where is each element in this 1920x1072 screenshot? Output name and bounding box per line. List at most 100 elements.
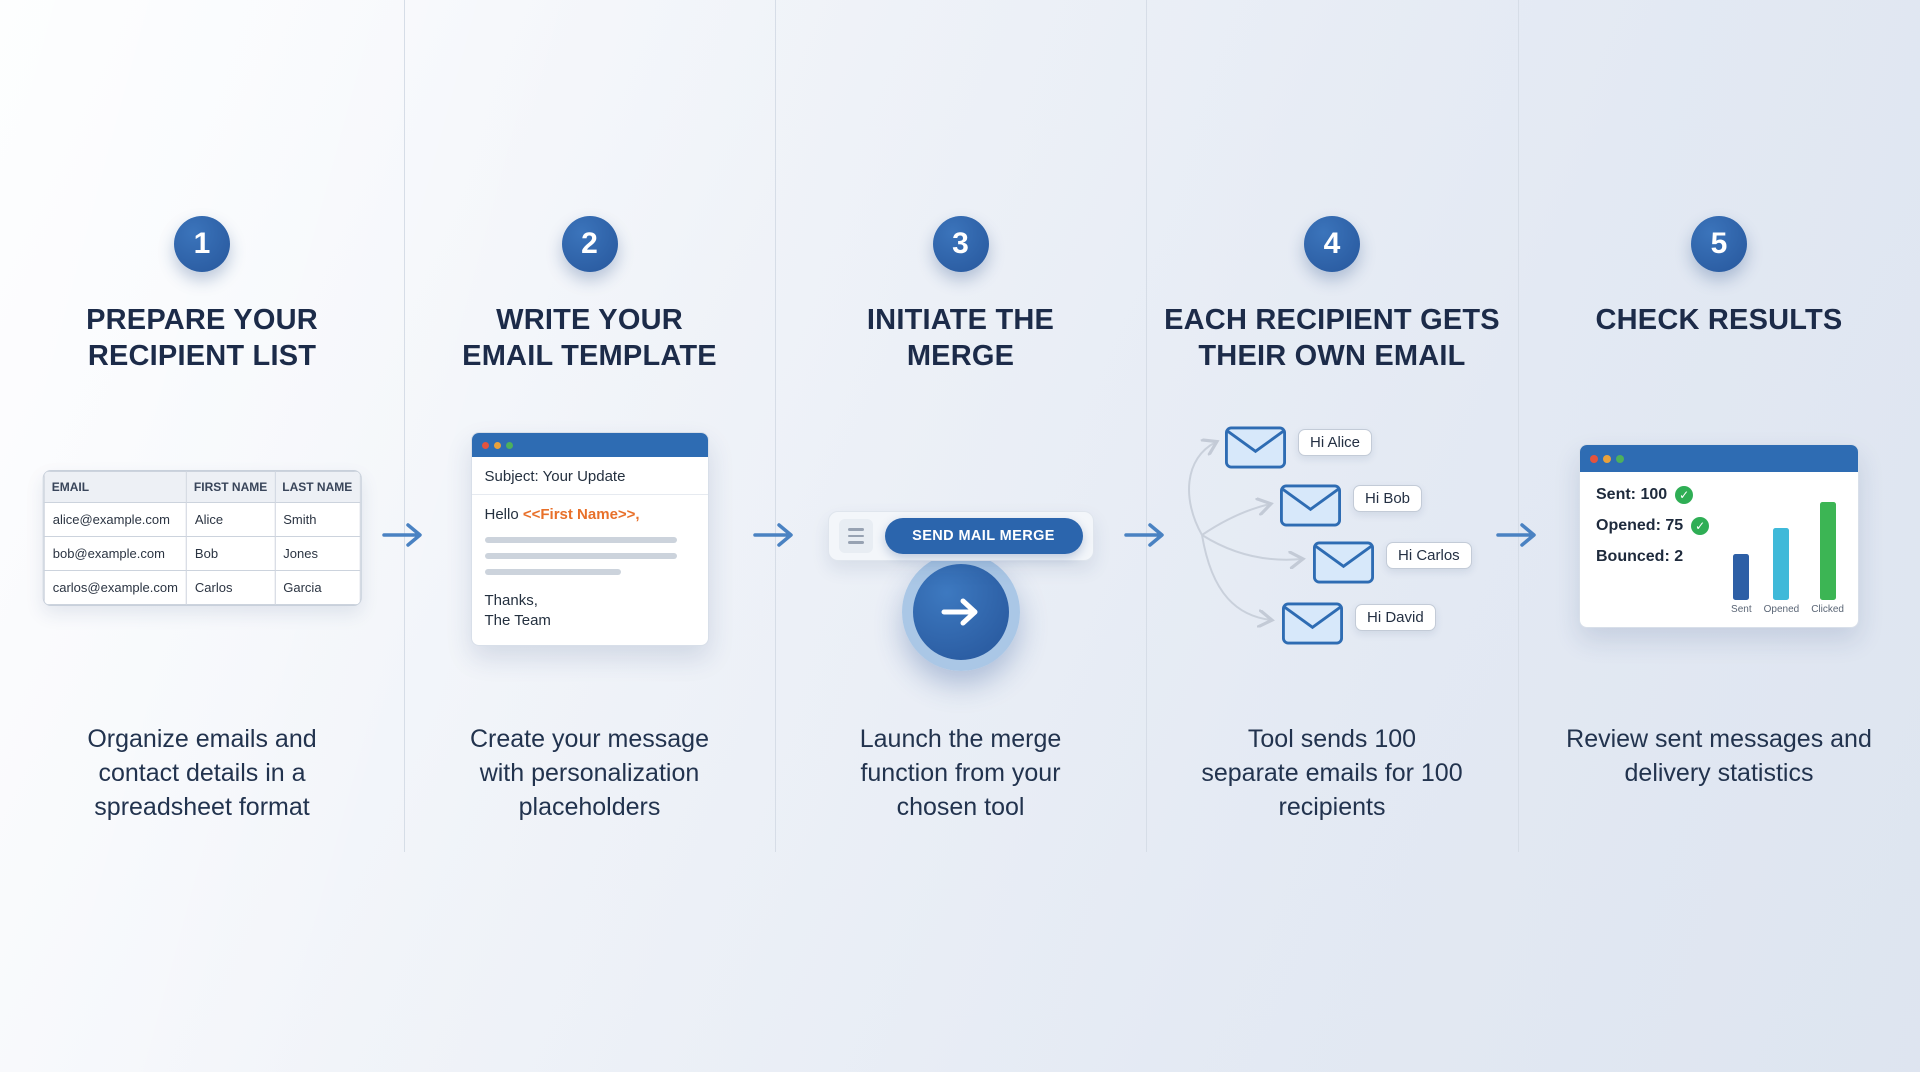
signature-line-1: Thanks, xyxy=(484,592,538,609)
stat-row-sent: Sent: 100 ✓ xyxy=(1596,486,1709,504)
column-header-first-name: FIRST NAME xyxy=(185,471,276,503)
flow-arrow-icon xyxy=(381,521,427,549)
recipient-label: Hi Carlos xyxy=(1386,542,1472,569)
window-title-bar xyxy=(1580,445,1858,472)
step-caption: Create your message with personalization… xyxy=(469,725,709,821)
window-close-icon xyxy=(481,441,489,449)
table-header-row: EMAIL FIRST NAME LAST NAME xyxy=(43,471,361,503)
window-maximize-icon xyxy=(1616,454,1624,463)
step-1-panel: 1 PREPARE YOUR RECIPIENT LIST EMAIL FIRS… xyxy=(0,0,404,1072)
step-number-badge: 3 xyxy=(932,216,989,272)
merge-field-placeholder: <<First Name>>, xyxy=(522,506,640,523)
merge-toolbar: SEND MAIL MERGE xyxy=(827,511,1094,561)
delivery-stats: Sent: 100 ✓ Opened: 75 ✓ Bounced: 2 xyxy=(1596,486,1710,579)
launch-merge-button[interactable] xyxy=(901,553,1020,671)
text-skeleton-line xyxy=(484,553,677,559)
bar-opened xyxy=(1773,528,1790,600)
email-greeting: Hello <<First Name>>, xyxy=(485,506,695,523)
recipient-label: Hi David xyxy=(1355,604,1436,631)
cell-last-name: Jones xyxy=(274,536,361,571)
recipient-table: EMAIL FIRST NAME LAST NAME alice@example… xyxy=(42,470,362,606)
envelope-icon xyxy=(1280,484,1341,527)
stat-row-bounced: Bounced: 2 xyxy=(1596,548,1709,566)
check-icon: ✓ xyxy=(1691,517,1710,535)
step-number: 5 xyxy=(1710,227,1728,260)
recipient-table-grid: EMAIL FIRST NAME LAST NAME alice@example… xyxy=(43,471,361,605)
step-number: 4 xyxy=(1323,227,1341,260)
fanout-arrows xyxy=(1188,400,1518,660)
stat-label: Opened: 75 xyxy=(1596,517,1684,534)
recipient-label: Hi Bob xyxy=(1353,485,1423,512)
step-number-badge: 1 xyxy=(174,216,230,272)
arrow-right-icon xyxy=(941,598,977,626)
check-icon: ✓ xyxy=(1675,486,1694,504)
column-header-email: EMAIL xyxy=(43,471,187,503)
window-maximize-icon xyxy=(505,441,513,449)
cell-email: alice@example.com xyxy=(43,502,187,537)
stat-label: Bounced: 2 xyxy=(1596,548,1684,565)
flow-arrow-icon xyxy=(1123,521,1169,549)
cell-email: bob@example.com xyxy=(43,536,187,571)
stat-row-opened: Opened: 75 ✓ xyxy=(1596,517,1710,535)
column-divider xyxy=(1518,0,1519,852)
results-bar-chart: Sent Opened Clicked xyxy=(1731,502,1844,615)
email-subject-line: Subject: Your Update xyxy=(471,457,708,495)
send-mail-merge-button[interactable]: SEND MAIL MERGE xyxy=(884,518,1083,554)
recipient-label: Hi Alice xyxy=(1298,429,1373,456)
cell-email: carlos@example.com xyxy=(43,570,187,605)
step-3-panel: 3 INITIATE THE MERGE SEND MAIL MERGE Lau… xyxy=(775,0,1146,1072)
cell-last-name: Smith xyxy=(274,502,361,537)
signature-line-2: The Team xyxy=(484,612,551,630)
step-number: 3 xyxy=(952,227,969,260)
table-row: carlos@example.com Carlos Garcia xyxy=(43,570,361,605)
envelope-icon xyxy=(1313,541,1374,584)
menu-icon xyxy=(838,519,873,553)
bar-sent xyxy=(1733,554,1750,600)
column-divider xyxy=(775,0,776,852)
step-5-panel: 5 CHECK RESULTS Sent: 100 ✓ Opened: 75 ✓… xyxy=(1518,0,1920,1072)
results-window: Sent: 100 ✓ Opened: 75 ✓ Bounced: 2 Sent xyxy=(1579,444,1859,628)
bar-group-opened: Opened xyxy=(1763,528,1800,615)
step-number: 2 xyxy=(581,227,598,260)
step-caption: Launch the merge function from your chos… xyxy=(859,725,1062,821)
flow-arrow-icon xyxy=(752,521,798,549)
window-close-icon xyxy=(1590,454,1598,463)
step-number: 1 xyxy=(193,227,211,260)
step-title: INITIATE THE MERGE xyxy=(866,304,1055,373)
bar-clicked xyxy=(1819,502,1836,600)
step-title: WRITE YOUR EMAIL TEMPLATE xyxy=(462,304,717,373)
bar-group-sent: Sent xyxy=(1731,554,1752,615)
cell-first-name: Carlos xyxy=(185,570,276,605)
step-4-panel: 4 EACH RECIPIENT GETS THEIR OWN EMAIL xyxy=(1146,0,1518,1072)
text-skeleton-line xyxy=(484,569,621,575)
bar-group-clicked: Clicked xyxy=(1811,502,1844,615)
email-template-window: Subject: Your Update Hello <<First Name>… xyxy=(470,432,709,646)
envelope-icon xyxy=(1225,426,1286,469)
table-row: alice@example.com Alice Smith xyxy=(43,502,361,537)
window-minimize-icon xyxy=(493,441,501,449)
step-caption: Organize emails and contact details in a… xyxy=(87,725,317,821)
step-title: EACH RECIPIENT GETS THEIR OWN EMAIL xyxy=(1164,304,1500,373)
email-signature: Thanks, The Team xyxy=(485,591,695,632)
cell-first-name: Bob xyxy=(185,536,276,571)
step-title: CHECK RESULTS xyxy=(1595,304,1843,336)
envelope-icon xyxy=(1282,602,1343,645)
step-number-badge: 4 xyxy=(1304,216,1360,272)
step-caption: Review sent messages and delivery statis… xyxy=(1566,725,1872,787)
table-row: bob@example.com Bob Jones xyxy=(43,536,361,571)
step-2-panel: 2 WRITE YOUR EMAIL TEMPLATE Subject: You… xyxy=(404,0,775,1072)
bar-label: Sent xyxy=(1731,604,1752,615)
email-body: Hello <<First Name>>, Thanks, The Team xyxy=(472,495,708,643)
step-number-badge: 5 xyxy=(1691,216,1747,272)
step-caption: Tool sends 100 separate emails for 100 r… xyxy=(1201,725,1463,821)
step-number-badge: 2 xyxy=(561,216,618,272)
cell-last-name: Garcia xyxy=(274,570,361,605)
text-skeleton-line xyxy=(484,537,677,543)
column-divider xyxy=(404,0,405,852)
bar-label: Opened xyxy=(1763,604,1800,615)
window-title-bar xyxy=(471,433,708,457)
greeting-text: Hello xyxy=(484,506,523,523)
column-divider xyxy=(1146,0,1147,852)
column-header-last-name: LAST NAME xyxy=(274,471,361,503)
